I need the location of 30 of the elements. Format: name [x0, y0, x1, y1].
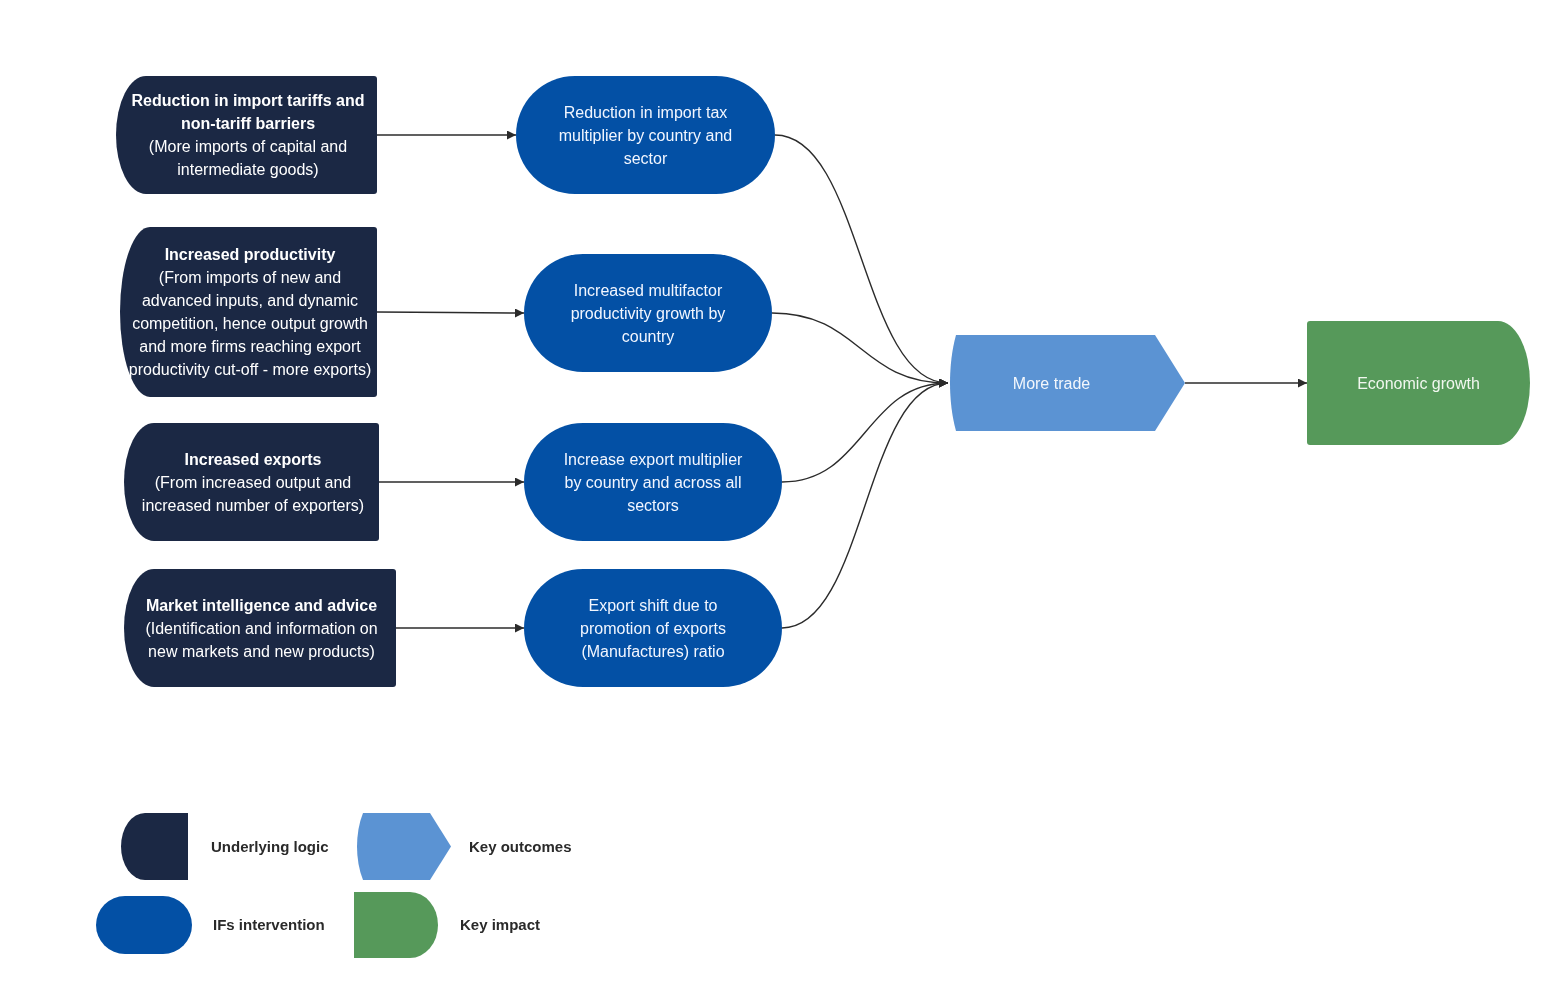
impact-box: [1307, 321, 1530, 445]
legend-label: Key outcomes: [469, 838, 572, 856]
node-text: Export shift due to promotion of exports (Manufactures) ratio: [579, 595, 727, 662]
arrow: [376, 130, 517, 140]
node-text: (Identification and information on new markets and new products): [144, 618, 379, 662]
node-heading: Increased exports: [184, 449, 322, 470]
node-text: More trade: [1012, 373, 1091, 394]
arrow: [395, 623, 525, 633]
node-heading: Increased productivity: [164, 245, 336, 265]
arrow: [781, 380, 949, 629]
logic-box: [116, 76, 377, 194]
node-text: (More imports of capital and intermediate goods): [147, 137, 349, 180]
legend-label: Underlying logic: [211, 838, 329, 856]
node-text: (From imports of new and advanced inputs, and dynamic competition, hence output growth and more firms reaching export productivity cut-off - more exports): [127, 268, 373, 380]
outcome-pentagon: [948, 335, 1185, 431]
arrow: [378, 477, 525, 487]
node-text: Increased multifactor productivity growth by country: [569, 280, 727, 347]
legend-label: IFs intervention: [213, 916, 325, 934]
logic-box: [120, 227, 377, 397]
node-heading: Reduction in import tariffs and non-tariff barriers: [130, 91, 366, 134]
logic-box: [124, 569, 396, 687]
node-text: Increase export multiplier by country and across all sectors: [562, 449, 744, 516]
node-heading: Market intelligence and advice: [145, 595, 378, 616]
arrow: [1184, 378, 1308, 388]
legend-label: Key impact: [460, 916, 541, 934]
logic-box: [124, 423, 379, 541]
node-text: Reduction in import tax multiplier by country and sector: [557, 102, 734, 169]
node-text: Economic growth: [1357, 373, 1480, 394]
arrow: [376, 308, 525, 318]
node-text: (From increased output and increased number of exporters): [140, 472, 366, 516]
